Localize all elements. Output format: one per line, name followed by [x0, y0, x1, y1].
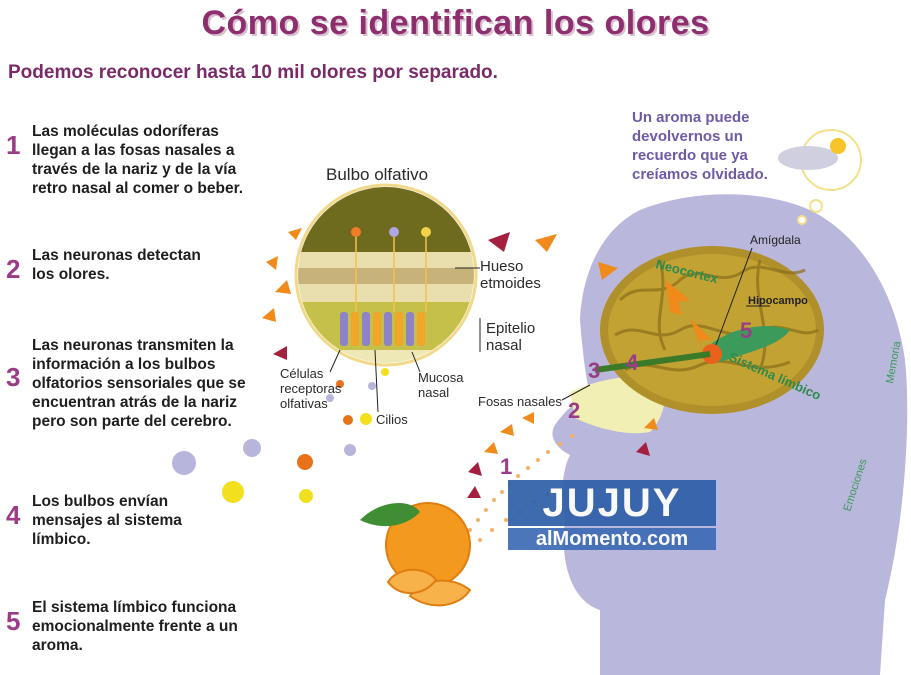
amigdala-label: Amígdala	[750, 233, 801, 247]
step-number: 5	[6, 606, 21, 636]
celulas-receptoras-label: Células receptoras olfativas	[280, 366, 342, 411]
step-number: 2	[6, 254, 21, 284]
cilios-label: Cilios	[376, 412, 408, 427]
mucosa-nasal-label: Mucosa nasal	[418, 370, 464, 400]
step-text: Las moléculas odoríferas llegan a las fo…	[32, 123, 244, 197]
page-title: Cómo se identifican los olores	[201, 4, 710, 42]
epitelio-nasal-label: Epitelio nasal	[486, 320, 536, 354]
page-subtitle: Podemos reconocer hasta 10 mil olores po…	[8, 62, 498, 83]
watermark-bottom: alMomento.com	[508, 528, 716, 550]
bulbo-olfativo-label: Bulbo olfativo	[326, 165, 429, 184]
step-number: 4	[6, 500, 21, 530]
diagram-number-5: 5	[740, 318, 752, 343]
watermark-top: JUJUY	[508, 480, 716, 526]
fosas-nasales-label: Fosas nasales	[478, 394, 562, 409]
aroma-quote: Un aroma puede devolvernos un recuerdo q…	[632, 109, 768, 183]
step-number: 3	[6, 362, 21, 392]
hueso-etmoides-label: Hueso etmoides	[480, 258, 541, 292]
step-text: Las neuronas transmiten la información a…	[32, 337, 246, 430]
step-number: 1	[6, 130, 21, 160]
diagram-number-4: 4	[626, 350, 639, 375]
diagram-number-3: 3	[588, 358, 600, 383]
orange-fruit	[386, 503, 470, 587]
diagram-number-1: 1	[500, 454, 512, 479]
step-text: Las neuronas detectan los olores.	[32, 247, 201, 283]
step-text: El sistema límbico funciona emocionalmen…	[32, 599, 238, 654]
diagram-number-2: 2	[568, 398, 580, 423]
amygdala	[702, 344, 722, 364]
hipocampo-label: Hipocampo	[748, 295, 808, 307]
watermark-logo: JUJUY alMomento.com	[508, 480, 716, 550]
step-text: Los bulbos envían mensajes al sistema lí…	[32, 493, 182, 548]
orange-leaf	[360, 502, 420, 527]
